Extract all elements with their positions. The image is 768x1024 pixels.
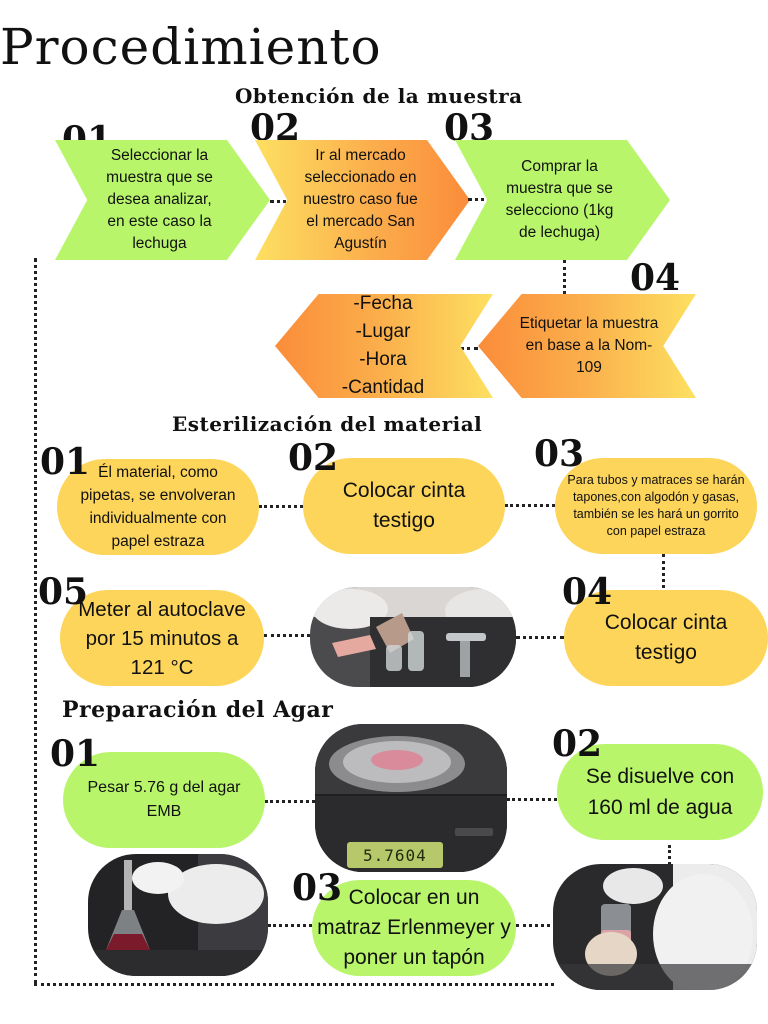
connector-line — [259, 505, 303, 508]
step-pill: Meter al autoclave por 15 minutos a 121 … — [60, 590, 264, 686]
step-text: Pesar 5.76 g del agar EMB — [87, 779, 241, 820]
step-chevron: Seleccionar la muestra que se desea anal… — [55, 140, 270, 260]
scale-display: 5.7604 — [363, 846, 427, 865]
section-heading-agar: Preparación del Agar — [62, 697, 334, 723]
connector-line — [668, 845, 671, 865]
connector-line — [662, 554, 665, 594]
connector-line — [264, 634, 310, 637]
connector-line — [265, 800, 315, 803]
step-number: 04 — [630, 257, 681, 299]
step-number: 05 — [38, 571, 89, 613]
step-chevron: -Fecha -Lugar -Hora -Cantidad — [275, 294, 493, 398]
step-text: Seleccionar la muestra que se desea anal… — [106, 147, 213, 252]
step-number: 01 — [50, 733, 101, 775]
step-text: Colocar cinta testigo — [342, 479, 466, 532]
step-number: 03 — [292, 867, 343, 909]
connector-line — [268, 924, 318, 927]
step-pill: Para tubos y matraces se harán tapones,c… — [555, 458, 757, 554]
step-text: Ir al mercado seleccionado en nuestro ca… — [303, 147, 418, 252]
section-heading-obtencion: Obtención de la muestra — [235, 84, 523, 108]
page-title: Procedimiento — [0, 18, 382, 76]
wrapped-materials-photo — [310, 587, 516, 687]
step-text: Meter al autoclave por 15 minutos a 121 … — [78, 597, 246, 679]
step-text: Colocar en un matraz Erlenmeyer y poner … — [317, 886, 511, 969]
connector-line — [516, 636, 564, 639]
connector-line — [270, 200, 300, 203]
connector-line — [516, 924, 556, 927]
step-text: Comprar la muestra que se selecciono (1k… — [505, 158, 614, 241]
step-chevron: Etiquetar la muestra en base a la Nom-10… — [478, 294, 696, 398]
step-chevron: Ir al mercado seleccionado en nuestro ca… — [255, 140, 470, 260]
step-text: Etiquetar la muestra en base a la Nom-10… — [519, 315, 659, 376]
step-number: 04 — [562, 571, 613, 613]
step-text: Para tubos y matraces se harán tapones,c… — [567, 473, 745, 538]
connector-line — [505, 504, 555, 507]
connector-line — [34, 258, 37, 984]
step-pill: Colocar cinta testigo — [303, 458, 505, 554]
step-text: Él material, como pipetas, se envolveran… — [80, 464, 236, 550]
step-pill: Colocar cinta testigo — [564, 590, 768, 686]
connector-line — [563, 260, 566, 294]
step-text: Colocar cinta testigo — [604, 611, 728, 664]
step-text: Se disuelve con 160 ml de agua — [585, 765, 735, 819]
scale-photo: 5.7604 — [315, 724, 507, 872]
step-pill: Él material, como pipetas, se envolveran… — [57, 459, 259, 555]
step-number: 02 — [552, 723, 603, 765]
flask-photo — [88, 854, 268, 976]
step-chevron: Comprar la muestra que se selecciono (1k… — [455, 140, 670, 260]
step-number: 03 — [534, 433, 585, 475]
step-pill: Pesar 5.76 g del agar EMB — [63, 752, 265, 848]
step-number: 01 — [40, 441, 91, 483]
connector-line — [34, 983, 554, 986]
section-heading-esterilizacion: Esterilización del material — [172, 412, 483, 436]
connector-line — [468, 198, 504, 201]
step-text: -Fecha -Lugar -Hora -Cantidad — [341, 293, 425, 398]
step-number: 02 — [288, 437, 339, 479]
step-pill: Se disuelve con 160 ml de agua — [557, 744, 763, 840]
step-pill: Colocar en un matraz Erlenmeyer y poner … — [312, 880, 516, 976]
connector-line — [507, 798, 557, 801]
dissolving-photo — [553, 864, 757, 990]
